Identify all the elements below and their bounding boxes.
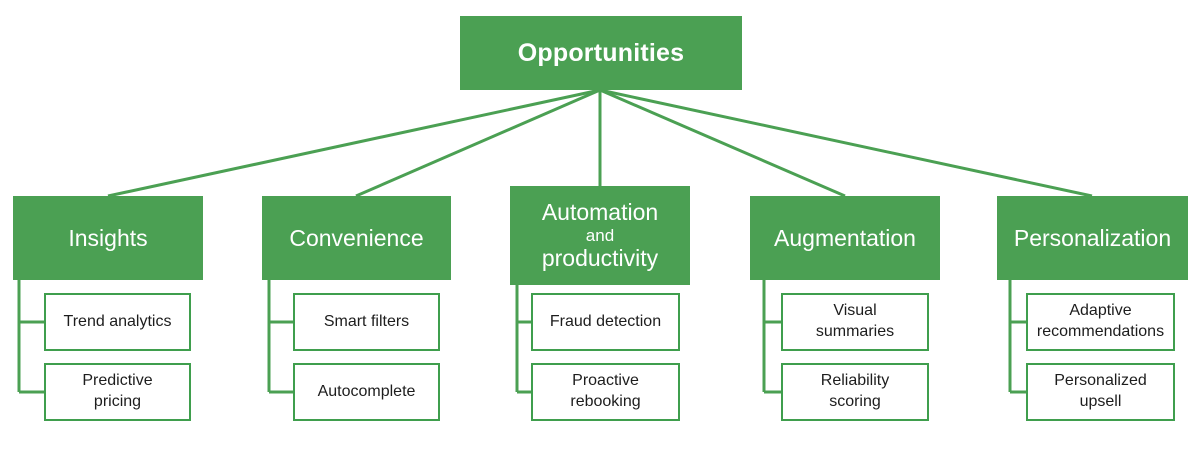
- leaf-node-label: Smart filters: [323, 312, 410, 330]
- branch-node-convenience[interactable]: Convenience: [262, 196, 451, 280]
- leaf-node-trend-analytics[interactable]: Trend analytics: [44, 293, 191, 351]
- connector-root-to-convenience: [355, 88, 601, 198]
- leaf-node-reliability-scoring[interactable]: Reliability scoring: [781, 363, 929, 421]
- connector-root-to-personalization: [599, 88, 1093, 198]
- branch-node-label: Personalization: [1013, 224, 1172, 251]
- root-node-opportunities[interactable]: Opportunities: [460, 16, 742, 90]
- leaf-node-smart-filters[interactable]: Smart filters: [293, 293, 440, 351]
- leaf-node-personalized-upsell[interactable]: Personalized upsell: [1026, 363, 1175, 421]
- leaf-node-label: Personalized upsell: [1054, 372, 1147, 410]
- leaf-node-label: Autocomplete: [317, 382, 416, 400]
- leaf-node-label: Trend analytics: [63, 312, 172, 330]
- root-node-label: Opportunities: [517, 38, 685, 67]
- branch-node-automation-and-productivity[interactable]: Automation and productivity: [510, 186, 690, 285]
- branch-node-personalization[interactable]: Personalization: [997, 196, 1188, 280]
- leaf-node-visual-summaries[interactable]: Visual summaries: [781, 293, 929, 351]
- leaf-node-label: Visual summaries: [815, 302, 895, 340]
- leaf-node-label: Fraud detection: [549, 312, 662, 330]
- leaf-node-label: Reliability scoring: [820, 372, 890, 410]
- branch-node-label: Insights: [68, 224, 148, 251]
- leaf-node-proactive-rebooking[interactable]: Proactive rebooking: [531, 363, 680, 421]
- branch-node-label: Convenience: [289, 224, 424, 251]
- branch-node-insights[interactable]: Insights: [13, 196, 203, 280]
- leaf-node-label: Proactive rebooking: [570, 372, 641, 410]
- branch-node-augmentation[interactable]: Augmentation: [750, 196, 940, 280]
- connector-root-to-augmentation: [599, 88, 846, 198]
- leaf-node-label: Predictive pricing: [82, 372, 153, 410]
- branch-node-label: Automation and productivity: [541, 198, 659, 272]
- leaf-node-label: Adaptive recommendations: [1036, 302, 1165, 340]
- connector-root-to-insights: [107, 88, 601, 198]
- leaf-node-predictive-pricing[interactable]: Predictive pricing: [44, 363, 191, 421]
- leaf-node-fraud-detection[interactable]: Fraud detection: [531, 293, 680, 351]
- leaf-node-autocomplete[interactable]: Autocomplete: [293, 363, 440, 421]
- leaf-node-adaptive-recommendations[interactable]: Adaptive recommendations: [1026, 293, 1175, 351]
- branch-node-label: Augmentation: [774, 224, 916, 251]
